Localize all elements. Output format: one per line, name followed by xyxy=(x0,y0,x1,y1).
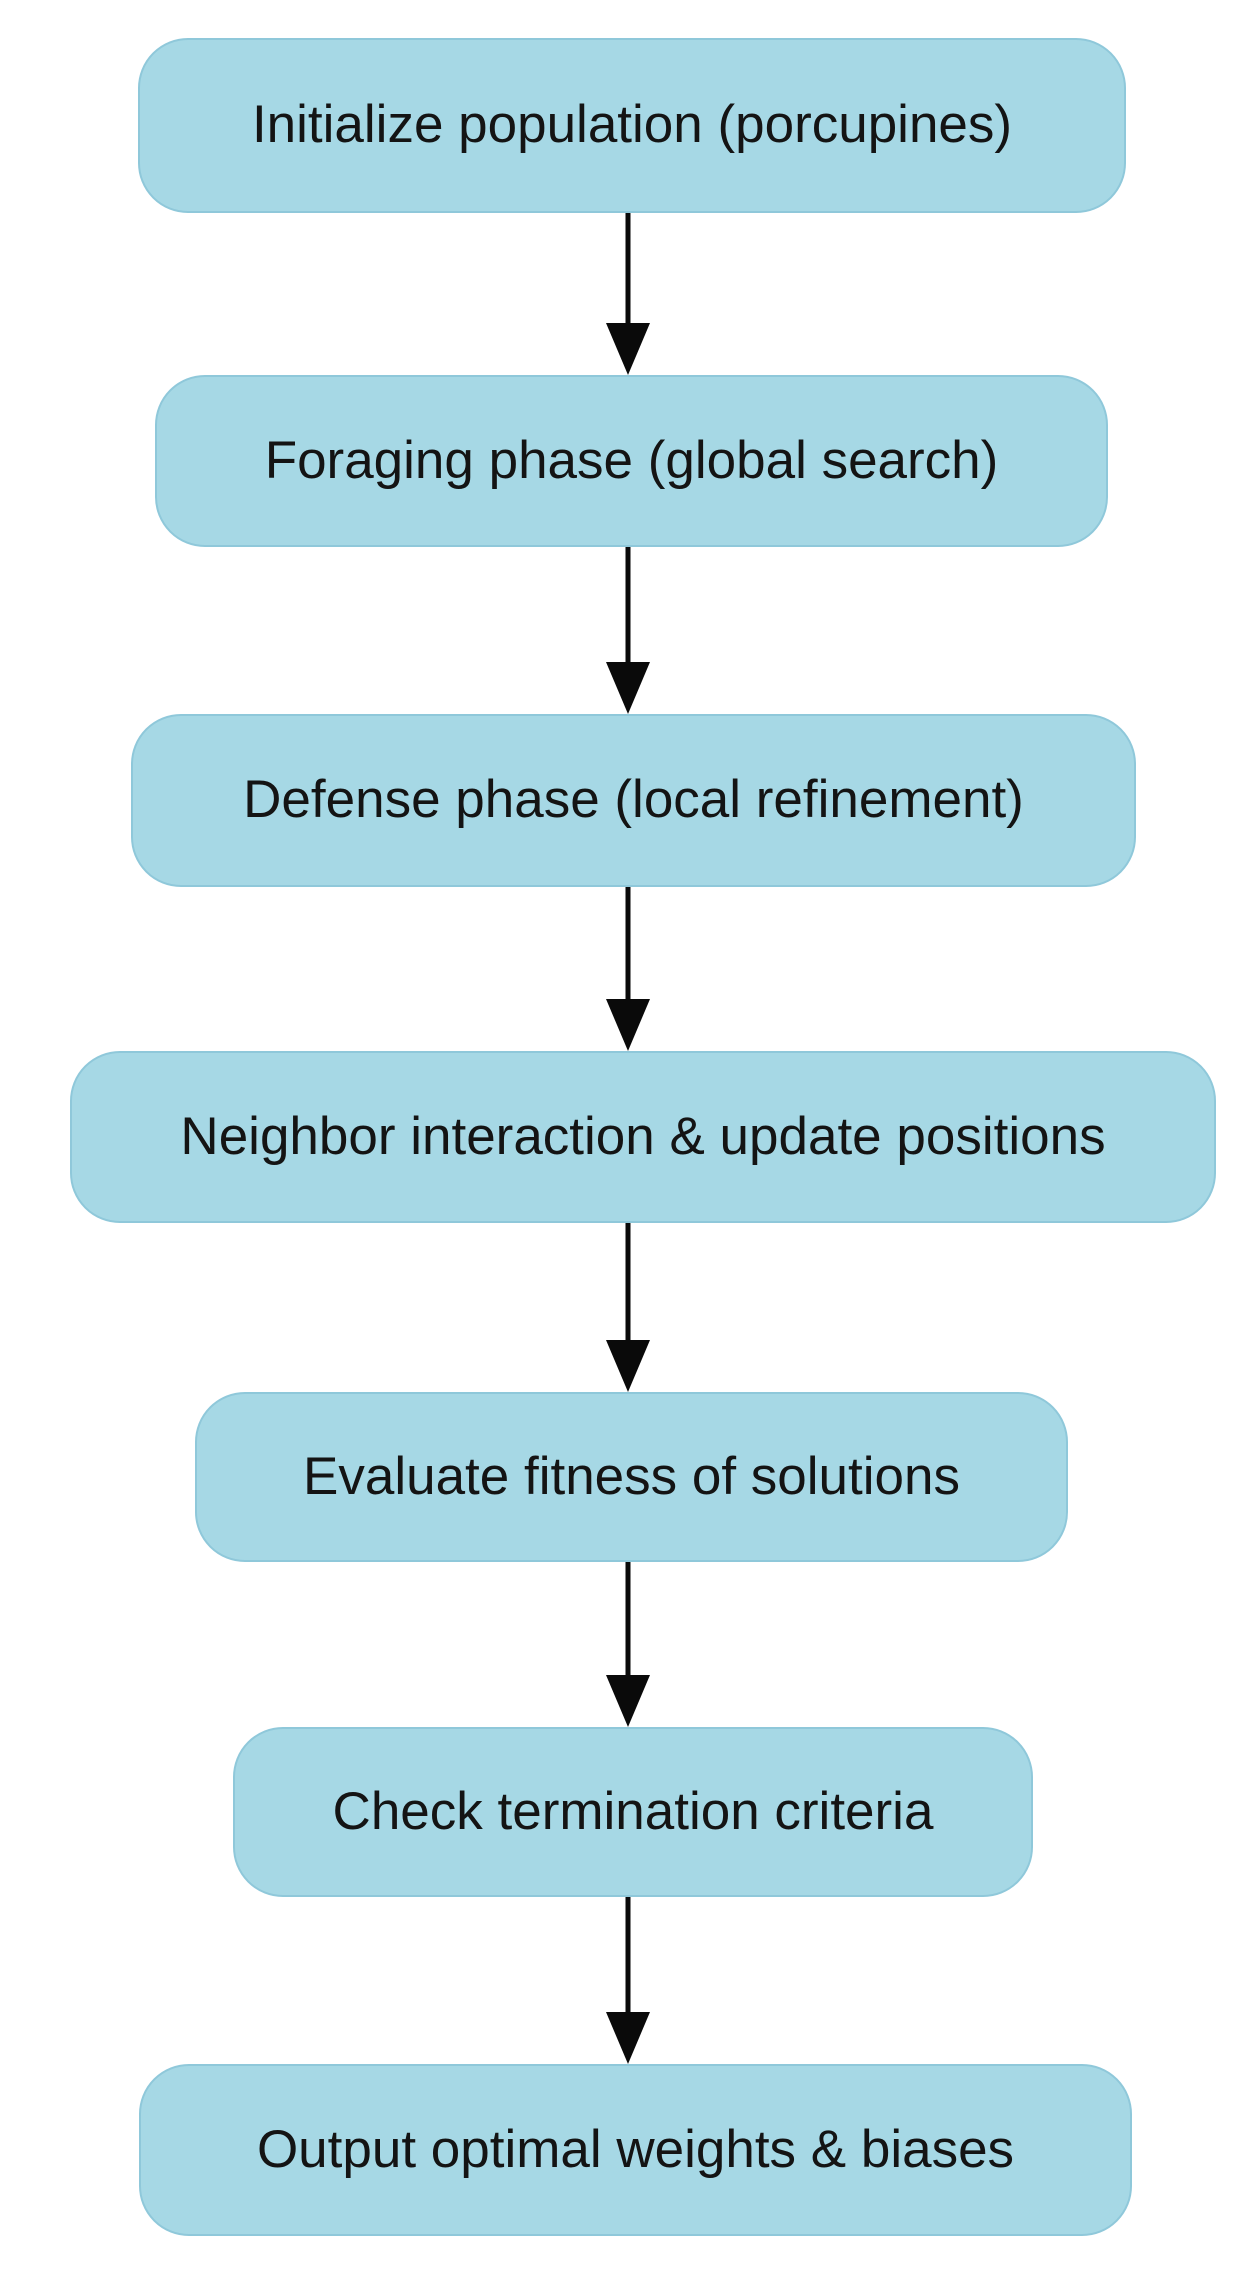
flow-arrow-4 xyxy=(606,1223,650,1392)
flow-arrow-1 xyxy=(606,213,650,375)
arrowhead-down-icon xyxy=(606,662,650,714)
flow-node-evaluate-fitness: Evaluate fitness of solutions xyxy=(195,1392,1068,1562)
arrow-stem xyxy=(625,1897,631,2014)
flow-node-neighbor-interaction: Neighbor interaction & update positions xyxy=(70,1051,1216,1223)
flow-arrow-5 xyxy=(606,1562,650,1727)
flow-node-defense-phase: Defense phase (local refinement) xyxy=(131,714,1136,887)
arrowhead-down-icon xyxy=(606,999,650,1051)
arrowhead-down-icon xyxy=(606,323,650,375)
arrow-stem xyxy=(625,547,631,664)
flow-node-initialize-population: Initialize population (porcupines) xyxy=(138,38,1126,213)
flow-node-foraging-phase: Foraging phase (global search) xyxy=(155,375,1108,547)
arrowhead-down-icon xyxy=(606,2012,650,2064)
flow-node-check-termination: Check termination criteria xyxy=(233,1727,1033,1897)
flow-arrow-6 xyxy=(606,1897,650,2064)
flow-node-output-weights: Output optimal weights & biases xyxy=(139,2064,1132,2236)
arrow-stem xyxy=(625,887,631,1001)
arrow-stem xyxy=(625,1223,631,1342)
arrowhead-down-icon xyxy=(606,1675,650,1727)
flow-arrow-3 xyxy=(606,887,650,1051)
flow-arrow-2 xyxy=(606,547,650,714)
arrow-stem xyxy=(625,1562,631,1677)
arrowhead-down-icon xyxy=(606,1340,650,1392)
arrow-stem xyxy=(625,213,631,325)
